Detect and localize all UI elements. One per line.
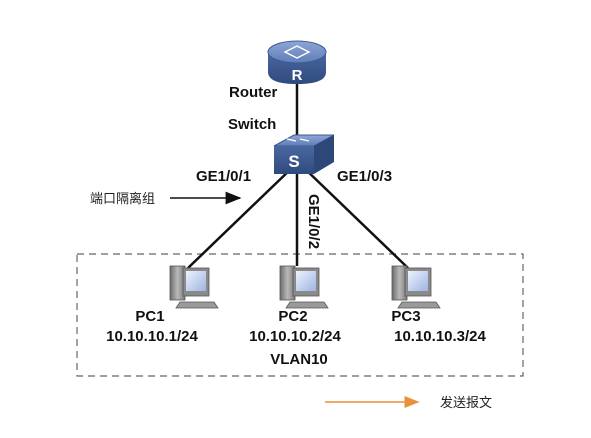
link-switch-pc1 <box>187 165 295 269</box>
pc1-name: PC1 <box>135 308 164 325</box>
legend-label: 发送报文 <box>440 395 492 411</box>
switch-icon[interactable]: S <box>273 134 335 174</box>
switch-icon-letter: S <box>288 152 299 171</box>
pc2-name: PC2 <box>278 308 307 325</box>
isolation-group-label: 端口隔离组 <box>90 191 155 207</box>
vlan-boundary <box>76 253 524 377</box>
pc1-icon[interactable] <box>169 265 219 309</box>
pc3-icon[interactable] <box>391 265 441 309</box>
pc2-ip: 10.10.10.2/24 <box>249 328 341 345</box>
pc3-ip: 10.10.10.3/24 <box>394 328 486 345</box>
link-switch-pc3 <box>301 165 409 269</box>
vlan-label: VLAN10 <box>270 351 328 368</box>
pc3-name: PC3 <box>391 308 420 325</box>
port-label-ge1-0-1: GE1/0/1 <box>196 168 251 185</box>
port-label-ge1-0-3: GE1/0/3 <box>337 168 392 185</box>
switch-label: Switch <box>228 116 276 133</box>
pc2-icon[interactable] <box>279 265 329 309</box>
port-label-ge1-0-2: GE1/0/2 <box>305 194 322 249</box>
router-icon-letter: R <box>292 67 303 84</box>
router-label: Router <box>229 84 277 101</box>
pc1-ip: 10.10.10.1/24 <box>106 328 198 345</box>
router-icon[interactable]: R <box>267 40 327 84</box>
